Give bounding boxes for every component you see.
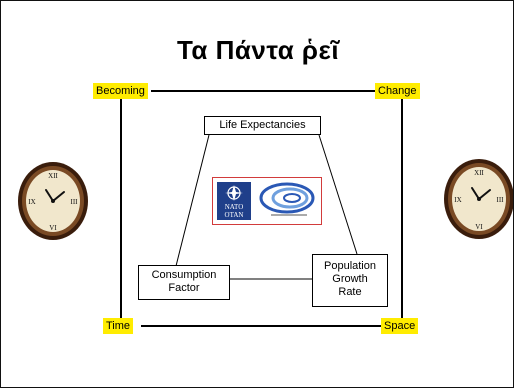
box-consumption-factor: Consumption Factor <box>138 265 230 300</box>
svg-text:VI: VI <box>49 224 57 232</box>
box-population-growth-rate: Population Growth Rate <box>312 254 388 307</box>
nato-emblem-icon: NATO OTAN <box>217 182 251 220</box>
svg-text:IX: IX <box>454 196 461 204</box>
svg-text:XII: XII <box>48 172 58 180</box>
label-time: Time <box>103 318 134 334</box>
svg-text:VI: VI <box>475 223 483 231</box>
nato-logo: NATO OTAN <box>212 177 322 225</box>
clock-icon: XII III VI IX <box>18 162 88 240</box>
life-consumption-line <box>175 134 210 267</box>
label-change: Change <box>375 83 420 99</box>
label-becoming: Becoming <box>93 83 148 99</box>
life-population-line <box>318 134 358 255</box>
slide-title: Τα Πάντα ῥεῖ <box>176 35 340 65</box>
label-space: Space <box>381 318 419 334</box>
nato-logo-text: NATO OTAN <box>224 203 244 219</box>
svg-text:III: III <box>71 198 79 206</box>
clock-icon: XII III VI IX <box>444 159 513 239</box>
swirl-logo-icon <box>259 182 315 216</box>
svg-text:XII: XII <box>474 169 484 177</box>
svg-text:IX: IX <box>28 198 35 206</box>
svg-text:III: III <box>497 196 505 204</box>
box-life-expectancies: Life Expectancies <box>204 116 321 135</box>
